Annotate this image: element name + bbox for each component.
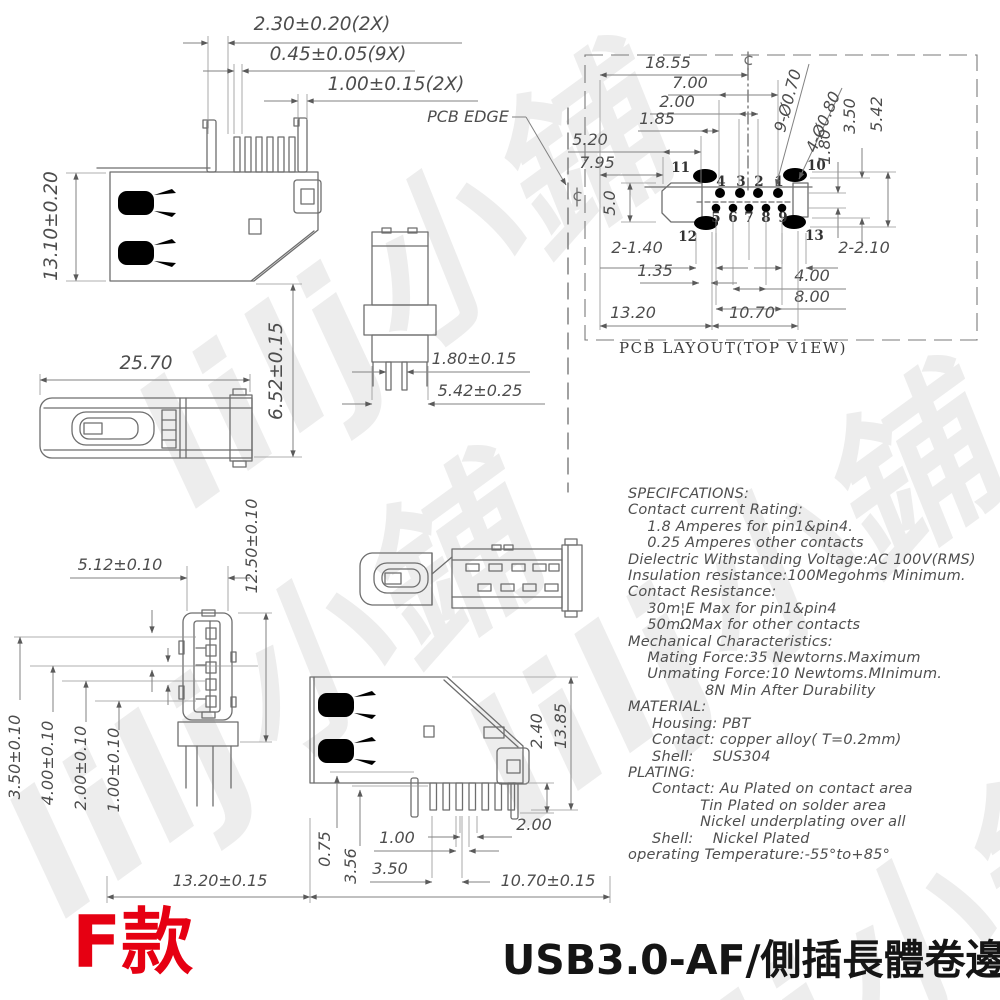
dim-label: 7.95 bbox=[579, 153, 615, 172]
dim-label: 13.10±0.20 bbox=[41, 171, 62, 281]
dim-label: 1.80 bbox=[815, 129, 834, 165]
dim-label: 6.52±0.15 bbox=[266, 322, 287, 420]
dim-label: 1.00±0.15(2X) bbox=[328, 74, 465, 95]
dim-label: 25.70 bbox=[120, 353, 173, 374]
dim-label: 5.42±0.25 bbox=[438, 381, 523, 400]
dim-label: 3.50 bbox=[372, 859, 408, 878]
dim-label: 2-1.40 bbox=[611, 238, 663, 257]
pcb-edge-callout: PCB EDGE bbox=[427, 107, 567, 186]
dim-label: 10.70 bbox=[729, 303, 775, 322]
dim-label: 2.40 bbox=[527, 713, 546, 749]
dims-side-pins: 2.40 13.85 0.75 3.56 1.00 3.50 2.00 13. bbox=[106, 676, 611, 903]
pin-number: 3 bbox=[736, 174, 745, 190]
dim-label: 0.45±0.05(9X) bbox=[270, 44, 407, 65]
dim-label: 1.00 bbox=[379, 828, 415, 847]
pcb-caption: PCB LAYOUT(TOP V1EW) bbox=[619, 339, 847, 357]
dim-label: 13.20 bbox=[610, 303, 656, 322]
dim-label: 8.00 bbox=[794, 287, 830, 306]
dim-label: 12.50±0.10 bbox=[242, 499, 261, 594]
dim-label: 2.00±0.10 bbox=[71, 726, 90, 811]
pcb-layout bbox=[644, 168, 813, 230]
dim-label: 2.00 bbox=[516, 815, 552, 834]
dim-label: 3.50±0.10 bbox=[5, 715, 24, 800]
view-top-shell bbox=[39, 388, 253, 468]
dims-side-assembled: 2.30±0.20(2X) 0.45±0.05(9X) 1.00±0.15(2X… bbox=[41, 14, 478, 458]
dim-label: 13.85 bbox=[551, 703, 570, 749]
dim-label: 1.80±0.15 bbox=[432, 349, 517, 368]
pcb-dims: 18.55 7.00 2.00 1.85 5.20 7.95 5.0 9-Ø0.… bbox=[568, 53, 896, 330]
pin-number: 9 bbox=[778, 210, 787, 226]
pin-number: 4 bbox=[716, 174, 725, 190]
dim-label: 4.00±0.10 bbox=[38, 721, 57, 806]
dims-top-shell: 25.70 bbox=[39, 353, 251, 395]
dim-label: 7.00 bbox=[672, 73, 708, 92]
view-side-assembled bbox=[96, 117, 322, 282]
view-top-contacts bbox=[359, 538, 583, 618]
hole-number: 13 bbox=[805, 228, 824, 244]
pcb-outline bbox=[584, 54, 978, 341]
dim-label: 1.00±0.10 bbox=[104, 728, 123, 813]
dim-label: 4.00 bbox=[794, 266, 830, 285]
variant-label: F款 bbox=[72, 900, 194, 984]
hole-number: 11 bbox=[671, 160, 690, 176]
dim-label: 0.75 bbox=[315, 831, 334, 867]
hole-number: 12 bbox=[678, 229, 697, 245]
dim-label: 3.56 bbox=[341, 848, 360, 884]
dim-label: 5.0 bbox=[600, 190, 619, 215]
dim-label: 5.20 bbox=[572, 130, 608, 149]
dim-label: 2.30±0.20(2X) bbox=[254, 14, 391, 35]
dim-label: 1.35 bbox=[637, 261, 673, 280]
pcb-edge-label: PCB EDGE bbox=[427, 107, 510, 126]
dim-label: 18.55 bbox=[645, 53, 691, 72]
dim-label: 5.42 bbox=[867, 96, 886, 132]
dim-label: 10.70±0.15 bbox=[501, 871, 596, 890]
dim-label: 5.12±0.10 bbox=[78, 555, 163, 574]
dim-label: 2.00 bbox=[659, 92, 695, 111]
hole-number: 10 bbox=[807, 158, 826, 174]
view-rear-vertical bbox=[363, 227, 437, 391]
dim-label: 9-Ø0.70 bbox=[770, 67, 805, 134]
dim-label: 2-2.10 bbox=[838, 238, 890, 257]
pin-number: 2 bbox=[754, 174, 763, 190]
view-front-face bbox=[177, 609, 239, 807]
dims-front-face: 5.12±0.10 12.50±0.10 3.50±0.10 4.00±0.10… bbox=[5, 499, 272, 813]
dims-rear-vertical: 1.80±0.15 5.42±0.25 bbox=[342, 349, 545, 407]
view-side-pins bbox=[309, 676, 530, 820]
page-title: USB3.0-AF/側插長體卷邊 bbox=[502, 936, 1000, 984]
dim-label: 3.50 bbox=[840, 98, 859, 134]
dim-label: 1.85 bbox=[639, 109, 675, 128]
specifications-block: SPECIFCATIONS: Contact current Rating: 1… bbox=[628, 486, 976, 863]
dim-label: 13.20±0.15 bbox=[173, 871, 268, 890]
